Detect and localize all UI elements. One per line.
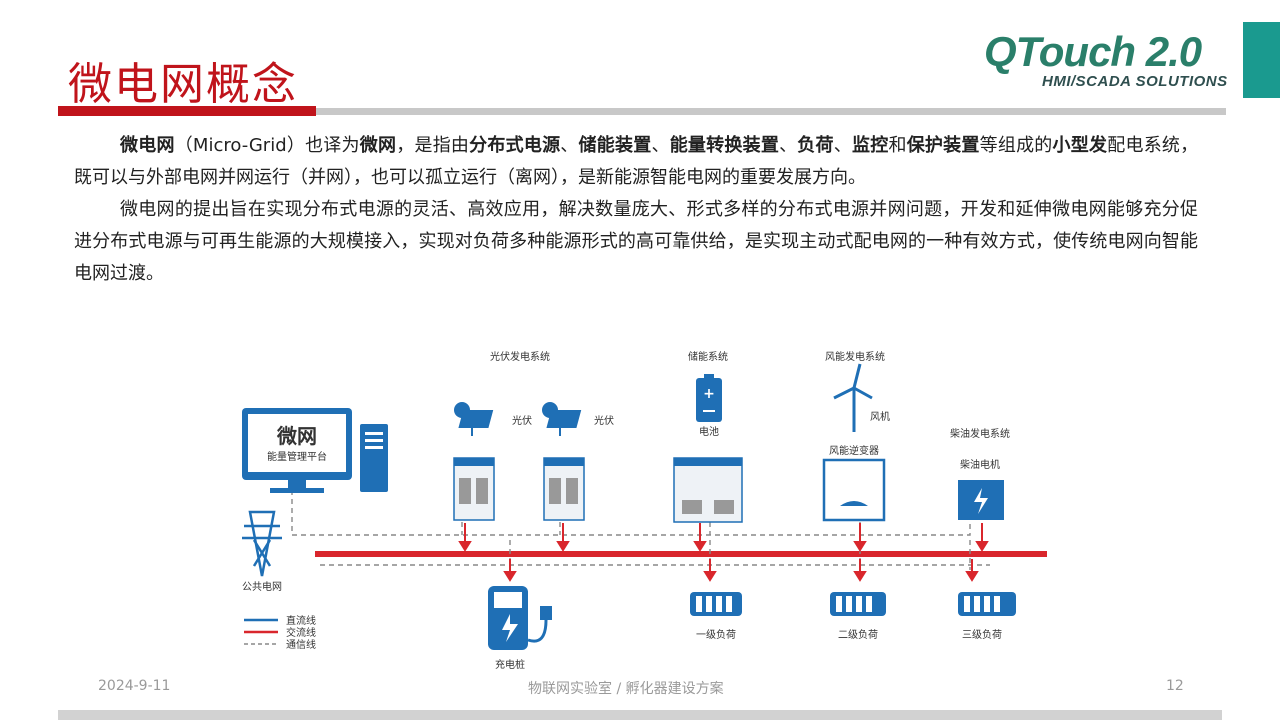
paragraph-1: 微电网（Micro-Grid）也译为微网，是指由分布式电源、储能装置、能量转换装… — [74, 130, 1198, 194]
text-span: 、 — [560, 135, 579, 156]
load-2-label: 二级负荷 — [838, 628, 878, 641]
term-converter: 能量转换装置 — [669, 135, 780, 156]
public-grid-label: 公共电网 — [242, 580, 282, 593]
platform-subtitle: 能量管理平台 — [267, 450, 327, 463]
logo-sub-text: HMI/SCADA SOLUTIONS — [1042, 73, 1228, 90]
comm-lines — [291, 490, 990, 570]
text-span: 、 — [779, 135, 798, 156]
pv2-label: 光伏 — [594, 414, 614, 427]
legend-ac: 交流线 — [286, 626, 316, 639]
load-3-label: 三级负荷 — [962, 628, 1002, 641]
text-span: 、 — [833, 135, 852, 156]
diesel-gen-label: 柴油电机 — [960, 458, 1000, 471]
term-storage: 储能装置 — [578, 135, 652, 156]
term-distributed-source: 分布式电源 — [469, 135, 561, 156]
bottom-bar — [58, 710, 1222, 720]
battery-label: 电池 — [699, 425, 719, 438]
title-underline-red — [58, 106, 316, 116]
footer-title: 物联网实验室 / 孵化器建设方案 — [528, 681, 724, 697]
body-text: 微电网（Micro-Grid）也译为微网，是指由分布式电源、储能装置、能量转换装… — [74, 130, 1198, 290]
text-span: 、 — [651, 135, 670, 156]
legend-dc: 直流线 — [286, 614, 316, 627]
battery-icon: + — [696, 374, 722, 422]
term-microgrid: 微电网 — [120, 135, 175, 156]
term-monitoring: 监控 — [852, 135, 889, 156]
text-span: 等组成的 — [979, 135, 1053, 156]
text-span: （Micro-Grid）也译为 — [174, 135, 360, 156]
wind-turbine-label: 风机 — [870, 410, 890, 423]
ac-connectors — [458, 523, 989, 582]
svg-text:+: + — [703, 386, 715, 402]
corner-accent — [1243, 22, 1280, 98]
title-underline-gray — [316, 108, 1226, 115]
page-number: 12 — [1166, 678, 1184, 694]
energy-platform: 微网 能量管理平台 — [242, 408, 388, 493]
storage-system-label: 储能系统 — [688, 350, 728, 363]
wind-inverter-label: 风能逆变器 — [829, 444, 879, 457]
wind-system-label: 风能发电系统 — [825, 350, 885, 363]
legend-comm: 通信线 — [286, 638, 316, 651]
ev-charger-icon — [488, 586, 552, 650]
load-1-label: 一级负荷 — [696, 628, 736, 641]
term-load: 负荷 — [797, 135, 834, 156]
solar-panel-icon — [454, 402, 494, 436]
text-span: ，是指由 — [396, 135, 470, 156]
storage-cabinet — [673, 457, 743, 523]
power-tower-icon — [242, 510, 282, 577]
text-span: 配电系统，既可以与外部电网并网运行（并网），也可以孤立运行（离网），是新能源智能… — [74, 135, 1199, 188]
pv-system-label: 光伏发电系统 — [490, 350, 550, 363]
term-small-gen: 小型发 — [1052, 135, 1108, 156]
wind-inverter-box — [822, 458, 886, 522]
microgrid-diagram: 微网 能量管理平台 公共电网 光伏发电系统 光伏 光伏 储能系统 + — [242, 350, 1047, 671]
logo-main-text: QTouch 2.0 — [984, 28, 1202, 75]
solar-panel-icon — [542, 402, 582, 436]
slide-title: 微电网概念 — [68, 59, 298, 110]
load-1-icon — [690, 592, 742, 616]
pv-inverter-cabinet — [453, 457, 585, 521]
load-3-icon — [958, 592, 1016, 616]
footer-date: 2024-9-11 — [98, 678, 171, 694]
term-micronet: 微网 — [359, 135, 397, 156]
company-logo: QTouch 2.0 HMI/SCADA SOLUTIONS — [984, 28, 1234, 98]
paragraph-2: 微电网的提出旨在实现分布式电源的灵活、高效应用，解决数量庞大、形式多样的分布式电… — [74, 199, 1198, 284]
ac-bus — [315, 551, 1047, 557]
pv1-label: 光伏 — [512, 414, 532, 427]
term-protection: 保护装置 — [906, 135, 980, 156]
load-2-icon — [830, 592, 886, 616]
charger-label: 充电桩 — [495, 658, 525, 671]
text-span: 和 — [888, 135, 907, 156]
platform-title: 微网 — [276, 424, 317, 448]
diagram-legend: 直流线 交流线 通信线 — [244, 614, 316, 651]
wind-turbine-icon — [833, 363, 873, 432]
diesel-system-label: 柴油发电系统 — [950, 427, 1010, 440]
diesel-generator-icon — [958, 480, 1004, 520]
